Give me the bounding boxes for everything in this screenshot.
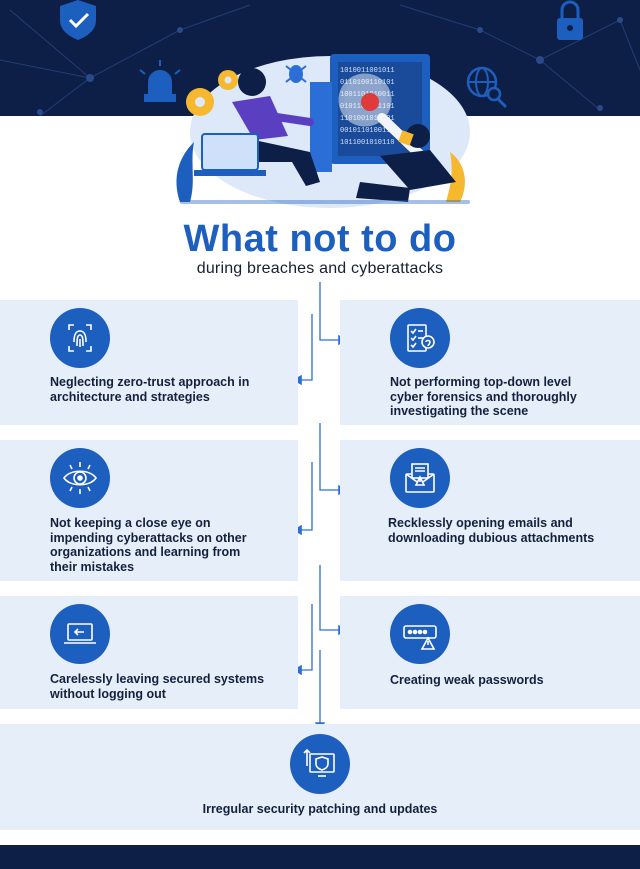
card-dubious-emails: Recklessly opening emails and downloadin… [340,440,640,581]
security-update-icon [290,734,350,794]
card-monitor-attacks: Not keeping a close eye on impending cyb… [0,440,298,581]
item-label: Irregular security patching and updates [202,802,438,816]
globe-search-icon [466,66,508,109]
card-cyber-forensics: Not performing top-down level cyber fore… [340,300,640,425]
email-warning-icon [390,448,450,508]
monitoring-eye-icon [50,448,110,508]
item-label: Neglecting zero-trust approach in archit… [50,375,250,404]
network-background [0,0,640,116]
svg-text:0010110100110: 0010110100110 [340,127,395,135]
bottom-bar [0,845,640,869]
card-weak-passwords: Creating weak passwords [340,596,640,709]
item-label: Not performing top-down level cyber fore… [390,375,577,418]
item-label: Not keeping a close eye on impending cyb… [50,516,247,574]
page-subtitle: during breaches and cyberattacks [196,260,444,277]
forensics-checklist-icon [390,308,450,368]
logout-laptop-icon [50,604,110,664]
weak-password-icon [390,604,450,664]
svg-text:1010011001011: 1010011001011 [340,67,395,75]
item-label: Carelessly leaving secured systems witho… [50,672,265,701]
svg-text:1011001010110: 1011001010110 [340,139,395,147]
page-title: What not to do [183,218,457,260]
alarm-siren-icon [139,60,181,102]
bug-icon [361,93,379,111]
fingerprint-icon [50,308,110,368]
item-label: Recklessly opening emails and downloadin… [388,516,595,545]
card-logout: Carelessly leaving secured systems witho… [0,596,298,709]
card-zero-trust: Neglecting zero-trust approach in archit… [0,300,298,425]
item-label: Creating weak passwords [390,673,544,687]
card-security-patching: Irregular security patching and updates [0,724,640,830]
spider-bug-icon [285,65,307,83]
lock-icon [557,0,583,40]
shield-check-icon [60,0,96,40]
